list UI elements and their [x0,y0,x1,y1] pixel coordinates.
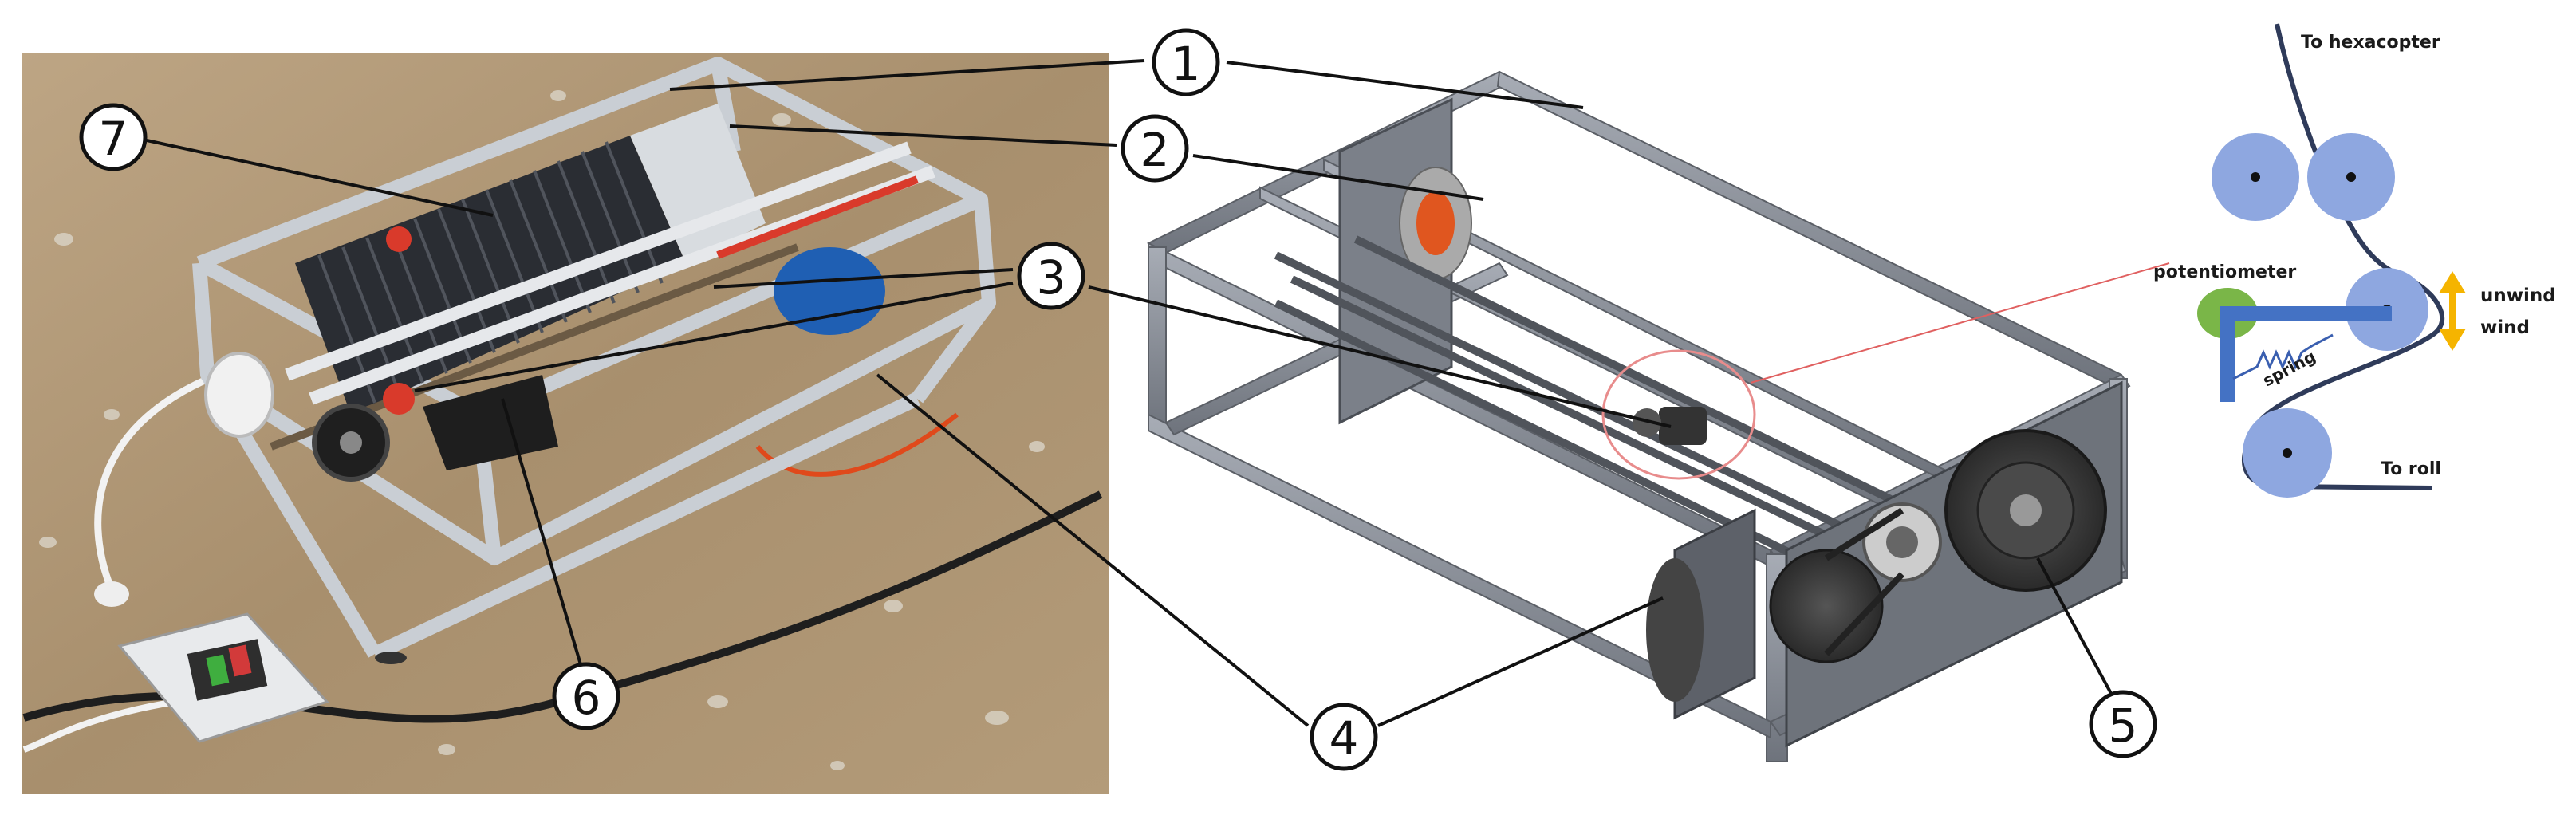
dancer-arm [2220,306,2392,402]
svg-text:7: 7 [99,112,128,166]
cad-panel [1146,70,2170,762]
detail-leader [1750,262,2170,384]
label-to-hexacopter: To hexacopter [2301,33,2440,53]
callout-2: 2 [1121,114,1189,183]
pebbles [39,90,1045,770]
spring-icon [2232,333,2334,380]
unwind-wind-arrow-icon [2439,271,2466,351]
switch-box [117,612,329,743]
label-to-roll: To roll [2381,459,2441,479]
schematic-panel: To hexacopter potentiometer unwind wind … [2153,23,2556,498]
label-unwind: unwind [2480,285,2556,306]
svg-text:1: 1 [1172,37,1201,91]
svg-text:3: 3 [1037,250,1066,305]
callout-1: 1 [1152,28,1220,96]
callout-5: 5 [2089,690,2157,758]
callout-4: 4 [1310,703,1378,771]
motor [774,247,885,335]
svg-text:2: 2 [1140,123,1170,177]
leader-lines [146,59,2115,727]
callout-3: 3 [1017,242,1085,310]
cad-red-hub [1416,191,1455,255]
label-potentiometer: potentiometer [2153,262,2296,282]
callouts: 1 2 3 4 5 6 7 [79,28,2157,771]
svg-text:6: 6 [572,671,601,725]
detail-circle [1601,349,1756,480]
svg-text:4: 4 [1329,711,1359,766]
callout-6: 6 [552,662,620,730]
tensioner-unit [423,375,558,470]
callout-7: 7 [79,103,148,171]
svg-text:5: 5 [2109,699,2138,753]
label-wind: wind [2480,317,2530,338]
cad-carriage [1659,407,1707,445]
